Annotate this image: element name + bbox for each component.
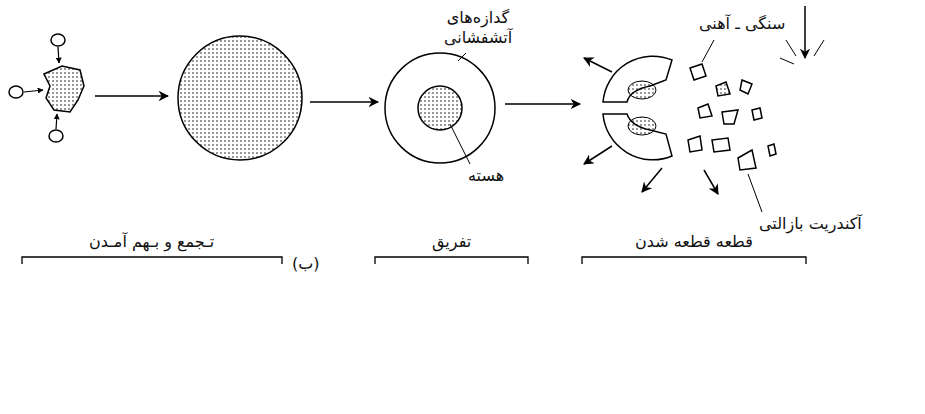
drawing-part [458,53,466,61]
drawing-part [712,138,730,152]
leader-label: گدازه‌های آتشفشانی [428,8,528,48]
drawing-part [642,168,662,192]
drawing-part [752,108,762,120]
drawing-part [56,114,57,129]
drawing-part [698,104,712,118]
leader-label: سنگی ـ آهنی [699,14,785,34]
drawing-part [748,174,762,212]
drawing-part [9,86,23,98]
leader-label: هسته [468,166,504,186]
drawing-part [505,103,580,105]
drawing-part [722,110,738,124]
drawing-part [702,40,714,62]
drawing-part [603,56,672,102]
drawing-part [688,136,702,152]
drawing-part [51,34,65,46]
drawing-part [49,130,63,142]
process-arrows [95,96,580,104]
drawing-part [628,81,656,99]
figure-tag: (ب) [292,254,320,274]
differentiated-body [385,53,495,164]
stage-brackets [22,257,806,264]
drawing-part [814,40,824,56]
drawing-part [418,86,462,130]
drawing-part [584,58,612,72]
stage-label: تـجمع و بـهم آمـدن [89,232,214,252]
drawing-part [95,95,168,97]
drawing-part [22,257,282,264]
drawing-part [584,146,612,164]
drawing-part [310,101,378,103]
drawing-part [375,257,528,264]
drawing-part [628,117,656,135]
drawing-part [58,47,59,63]
stage-label: تفریق [432,232,471,252]
fragmentation-figure [584,6,824,212]
drawing-part [738,150,756,170]
drawing-part [450,124,470,164]
drawing-part [385,53,495,163]
drawing-part [603,114,672,160]
drawing-part [704,170,718,194]
drawing-part [740,80,752,94]
drawing-part [768,144,776,156]
drawing-part [780,58,794,64]
accretion-figure [9,34,84,142]
drawing-part [786,40,796,56]
drawing-part [24,90,43,92]
accreted-body [178,36,302,160]
drawing-part [690,64,706,80]
drawing-part [582,257,806,264]
stage-label: قطعه قطعه شدن [635,232,753,252]
drawing-part [716,82,730,96]
drawing-part [804,6,806,58]
leader-label: آکندریت بازالتی [759,214,862,234]
drawing-part [44,66,84,112]
